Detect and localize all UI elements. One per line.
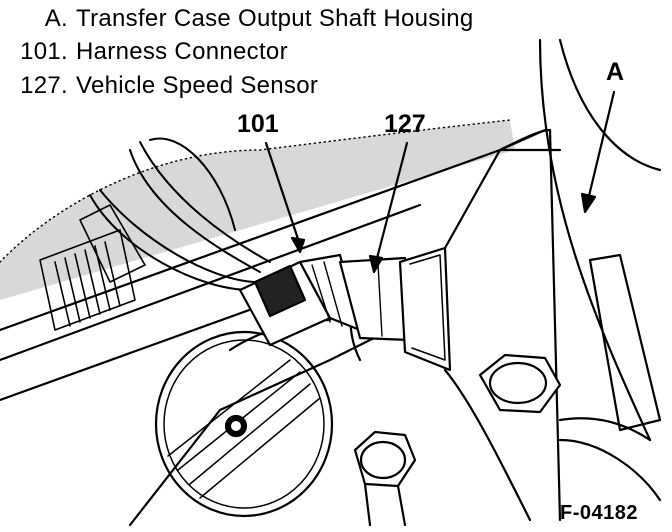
legend-row-101: 101. Harness Connector — [0, 38, 288, 66]
callout-127: 127 — [384, 110, 426, 138]
legend-text: Harness Connector — [76, 38, 288, 65]
callout-a: A — [606, 58, 625, 86]
mounting-bolt-lower — [353, 430, 417, 527]
cover-plate — [154, 330, 334, 518]
output-shaft-housing — [443, 38, 662, 522]
leader-lines — [264, 90, 616, 274]
case-stipple-texture — [0, 119, 515, 300]
vehicle-speed-sensor — [338, 246, 452, 372]
figure-code: F-04182 — [560, 502, 638, 524]
legend-row-127: 127. Vehicle Speed Sensor — [0, 72, 318, 100]
legend-key: 127. — [20, 72, 68, 99]
legend-row-a: A. Transfer Case Output Shaft Housing — [0, 5, 474, 33]
legend-text: Vehicle Speed Sensor — [76, 72, 319, 99]
harness-wires — [89, 137, 271, 291]
legend-key: 101. — [20, 38, 68, 65]
mounting-bolt-upper — [478, 353, 562, 414]
legend-text: Transfer Case Output Shaft Housing — [76, 5, 474, 32]
callout-101: 101 — [237, 110, 279, 138]
legend-key: A. — [44, 5, 68, 32]
